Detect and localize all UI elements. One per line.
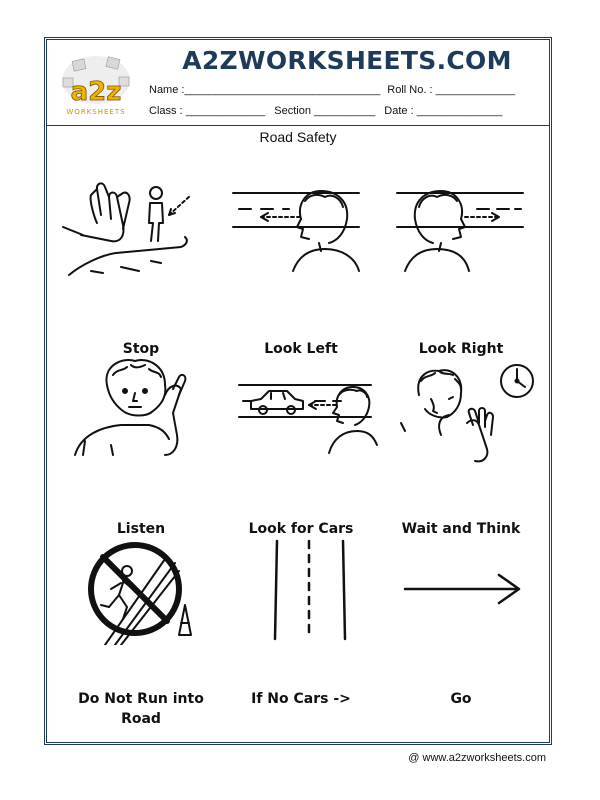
a2z-logo: a2z WORKSHEETS	[62, 56, 130, 116]
clock-icon	[400, 364, 534, 463]
svg-text:a2z: a2z	[71, 77, 122, 107]
worksheet-header: a2z WORKSHEETS A2ZWORKSHEETS.COM Name :_…	[47, 40, 549, 126]
look-right-icon	[396, 190, 524, 272]
caption-listen: Listen	[116, 521, 166, 537]
worksheet-title: Road Safety	[259, 129, 337, 145]
caption-look-left: Look Left	[264, 341, 338, 357]
caption-if-no-cars: If No Cars ->	[251, 691, 351, 707]
caption-go: Go	[450, 691, 472, 707]
name-roll-row: Name :________________________________ R…	[149, 84, 515, 96]
section-blank: __________	[314, 105, 376, 117]
name-blank: ________________________________	[184, 84, 381, 96]
listen-icon	[74, 359, 187, 456]
caption-wait-and-think: Wait and Think	[401, 521, 521, 537]
section-label: Section	[274, 105, 311, 117]
roll-label: Roll No. :	[387, 84, 433, 96]
caption-look-for-cars: Look for Cars	[248, 521, 354, 537]
arrow-right-icon	[403, 573, 521, 605]
roll-blank: _____________	[435, 84, 516, 96]
hand-stop-icon	[62, 182, 192, 276]
class-blank: _____________	[185, 105, 266, 117]
class-label: Class :	[149, 105, 183, 117]
caption-do-not-run: Do Not Run into Road	[78, 691, 204, 727]
look-left-icon	[232, 190, 360, 272]
footer-url: @ www.a2zworksheets.com	[408, 752, 546, 764]
no-running-icon	[88, 542, 192, 645]
worksheet-frame: a2z WORKSHEETS A2ZWORKSHEETS.COM Name :_…	[44, 37, 552, 745]
class-section-date-row: Class : _____________ Section __________…	[149, 105, 502, 117]
site-title: A2ZWORKSHEETS.COM	[182, 46, 512, 75]
car-icon	[238, 384, 378, 454]
road-lanes-icon	[273, 539, 347, 641]
caption-stop: Stop	[122, 341, 160, 357]
name-label: Name :	[149, 84, 185, 96]
svg-text:WORKSHEETS: WORKSHEETS	[66, 108, 125, 116]
date-label: Date :	[384, 105, 414, 117]
caption-look-right: Look Right	[418, 341, 504, 357]
date-blank: ______________	[416, 105, 503, 117]
